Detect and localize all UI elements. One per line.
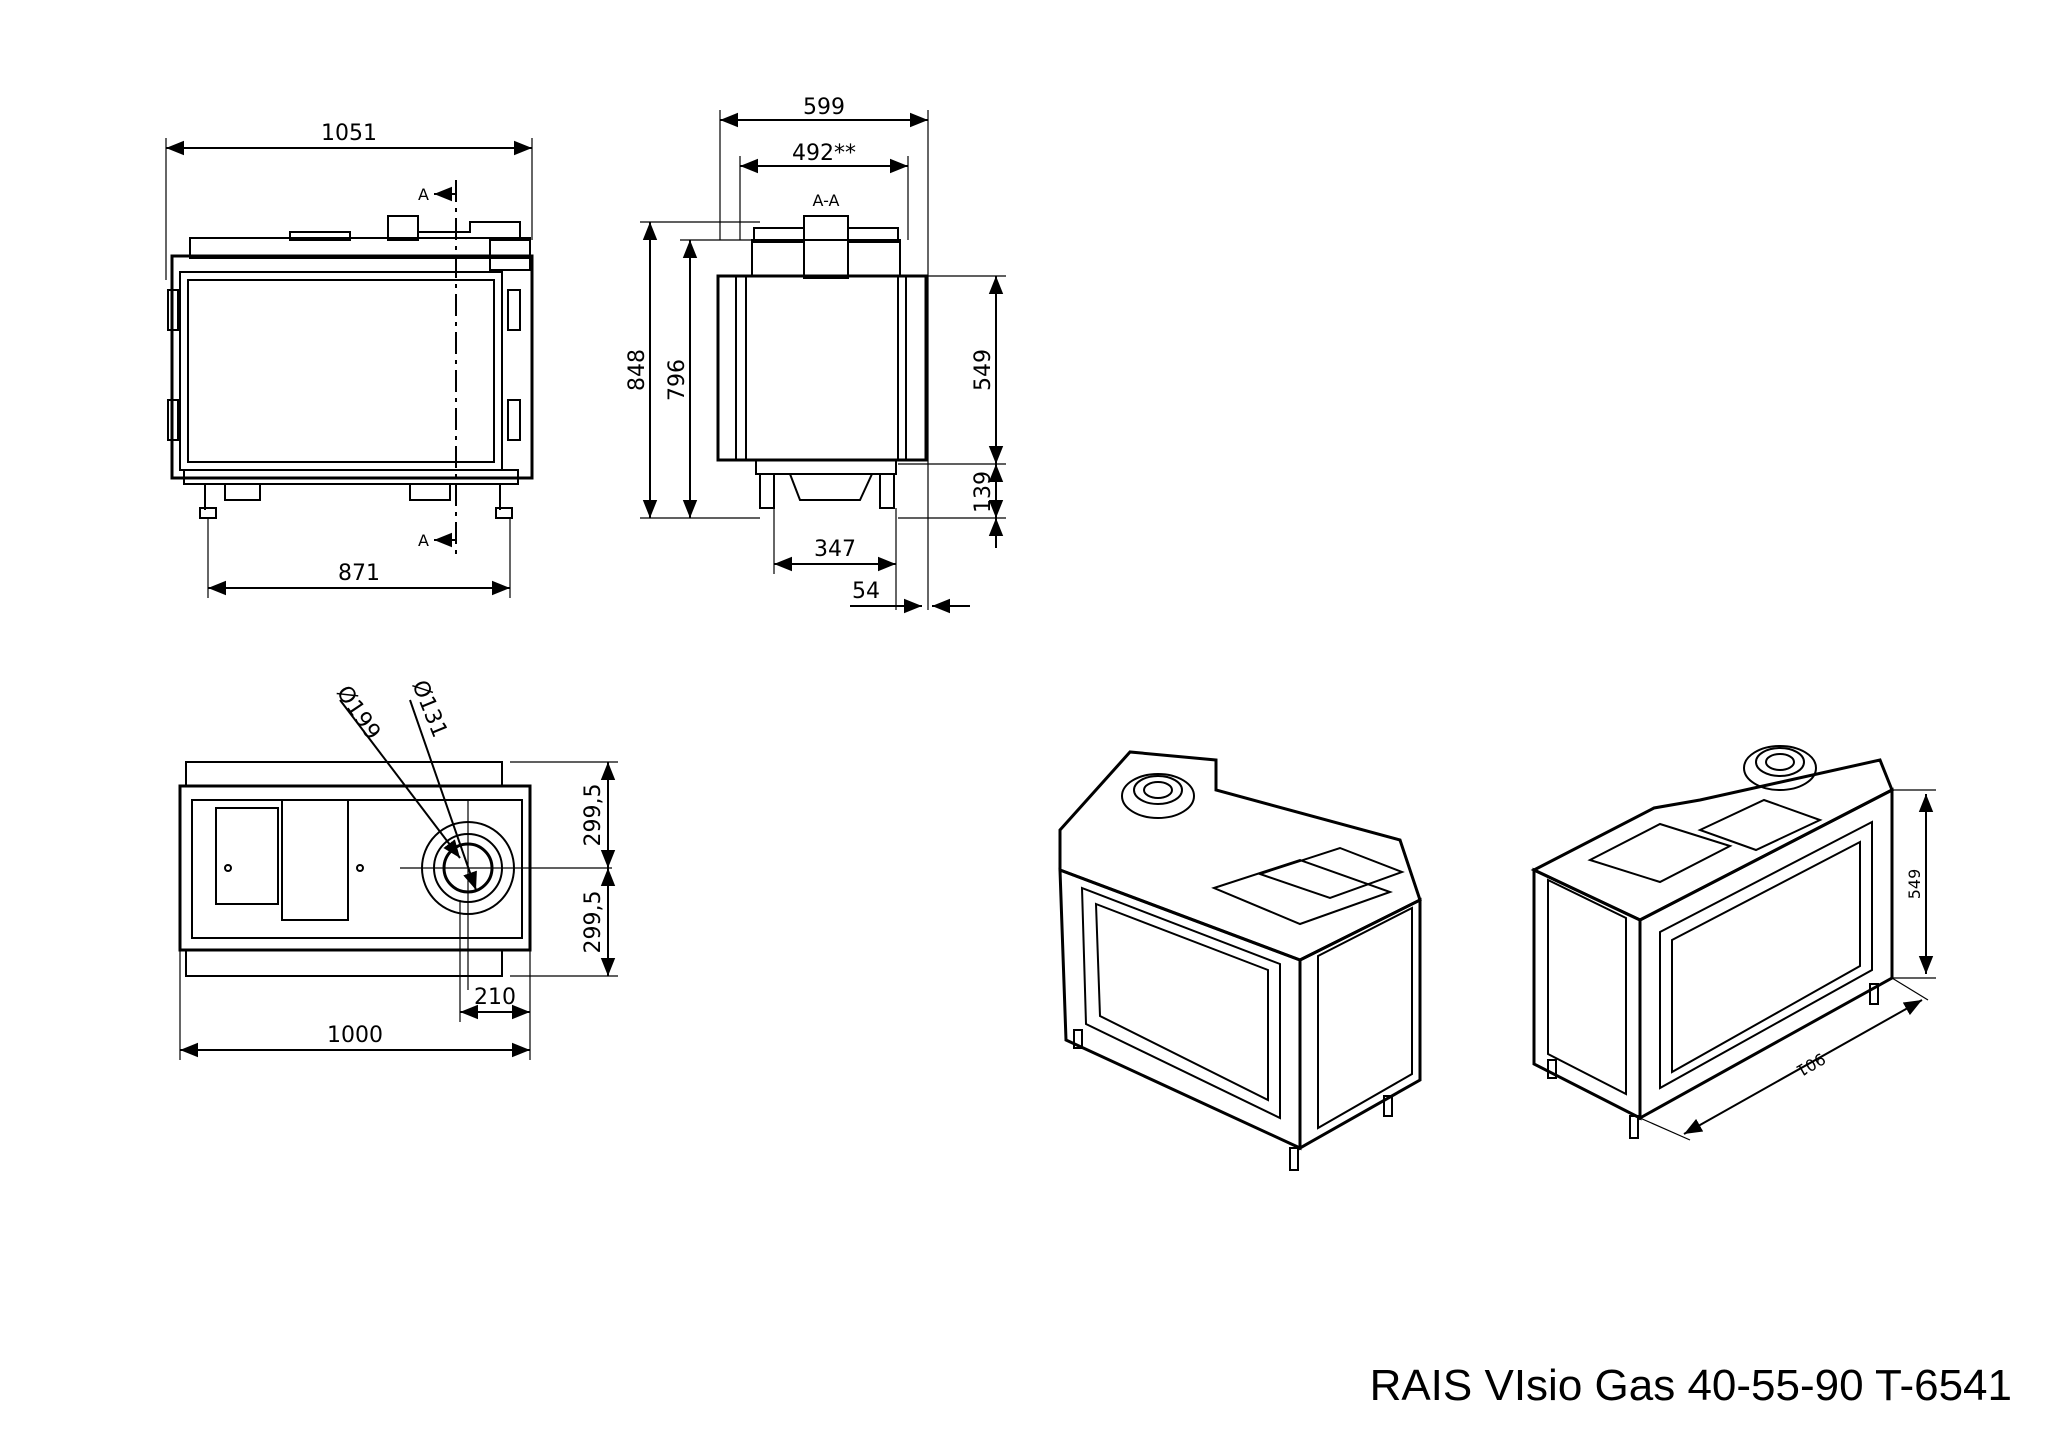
section-label: A-A bbox=[813, 191, 840, 210]
dim-height-inner: 796 bbox=[665, 359, 690, 401]
top-view: Ø199 Ø131 299,5 299,5 210 1000 bbox=[178, 677, 618, 1060]
dim-line-iso-width bbox=[1683, 999, 1923, 1135]
dim-width-bottom: 871 bbox=[338, 561, 380, 586]
side-view: 599 492** A-A 848 796 549 139 bbox=[625, 95, 1006, 614]
dim-flue-offset: 210 bbox=[474, 985, 516, 1010]
dim-iso-height: 549 bbox=[1905, 869, 1924, 900]
section-marker-top: A bbox=[418, 185, 429, 204]
dim-half-depth-top: 299,5 bbox=[581, 784, 606, 847]
drawing-title: RAIS VIsio Gas 40-55-90 T-6541 bbox=[1370, 1361, 2012, 1410]
dim-height-overall: 848 bbox=[625, 349, 650, 391]
iso-view-back: 549 901 bbox=[1530, 745, 1936, 1141]
dim-half-depth-bottom: 299,5 bbox=[581, 891, 606, 954]
dim-width-top: 1051 bbox=[321, 121, 377, 146]
dim-flue-outer: Ø199 bbox=[331, 681, 385, 744]
front-view: 1051 A A 871 bbox=[165, 121, 534, 598]
iso-view-front bbox=[1058, 750, 1422, 1171]
dim-depth-overall: 599 bbox=[803, 95, 845, 120]
dim-base-height: 139 bbox=[971, 471, 996, 513]
dim-offset: 54 bbox=[852, 579, 880, 604]
dim-glass-height: 549 bbox=[971, 349, 996, 391]
dim-feet-spacing: 347 bbox=[814, 537, 856, 562]
section-marker-bottom: A bbox=[418, 531, 429, 550]
dim-top-width: 1000 bbox=[327, 1023, 383, 1048]
dim-iso-width: 901 bbox=[1793, 1049, 1829, 1081]
dim-depth-inner: 492** bbox=[792, 141, 856, 166]
